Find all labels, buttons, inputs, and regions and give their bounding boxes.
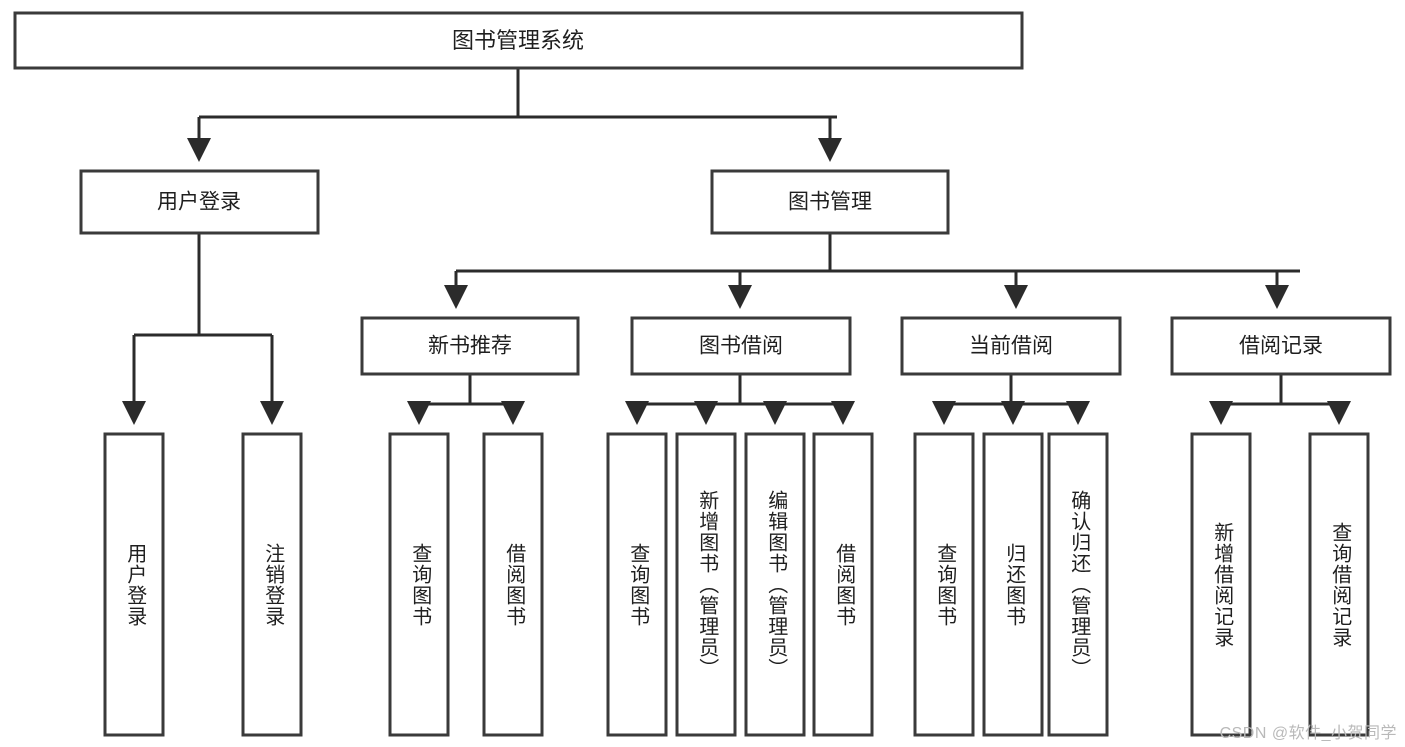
leaf-node-user-logout-label: 注销登录 [261,542,284,627]
node-user-login-label: 用户登录 [157,191,241,214]
node-new-book-rec-label: 新书推荐 [428,335,512,358]
connector-userlogin-to-leaves [122,233,284,425]
leaf-node-add-borrow-record-label: 新增借阅记录 [1210,521,1233,648]
leaf-node-user-logout[interactable]: 注销登录 [241,432,303,737]
leaf-node-add-borrow-record[interactable]: 新增借阅记录 [1190,432,1252,737]
leaf-node-rec-borrow-book-label: 借阅图书 [502,542,525,627]
leaf-node-borrow-query-book[interactable]: 查询图书 [606,432,668,737]
leaf-node-edit-book-admin-label: 编辑图书（管理员） [764,490,787,679]
node-borrow-record-label: 借阅记录 [1239,335,1323,358]
leaf-node-return-book-label: 归还图书 [1002,542,1025,627]
leaf-node-add-book-admin[interactable]: 新增图书（管理员） [675,432,737,737]
node-current-borrow[interactable]: 当前借阅 [900,316,1122,376]
connector-root-to-level2 [187,68,842,162]
leaf-node-cur-query-book[interactable]: 查询图书 [913,432,975,737]
connector-currentborrow-to-leaves [932,374,1090,425]
node-root-label: 图书管理系统 [452,28,584,53]
connector-borrowrecord-to-leaves [1209,374,1351,425]
leaf-node-query-borrow-record[interactable]: 查询借阅记录 [1308,432,1370,737]
leaf-node-rec-query-book-label: 查询图书 [408,542,431,627]
node-user-login[interactable]: 用户登录 [79,169,320,235]
connector-newbookrec-to-leaves [407,374,525,425]
connector-bookmanage-to-level3 [444,233,1300,309]
leaf-node-confirm-return-admin-label: 确认归还（管理员） [1067,490,1090,679]
node-current-borrow-label: 当前借阅 [969,335,1053,358]
leaf-node-add-book-admin-label: 新增图书（管理员） [695,490,718,679]
leaf-node-borrow-book[interactable]: 借阅图书 [812,432,874,737]
leaf-node-edit-book-admin[interactable]: 编辑图书（管理员） [744,432,806,737]
leaf-node-user-login[interactable]: 用户登录 [103,432,165,737]
leaf-node-borrow-query-book-label: 查询图书 [626,542,649,627]
node-book-borrow[interactable]: 图书借阅 [630,316,852,376]
node-book-manage[interactable]: 图书管理 [710,169,950,235]
leaf-node-query-borrow-record-label: 查询借阅记录 [1328,521,1351,648]
leaf-node-borrow-book-label: 借阅图书 [832,542,855,627]
leaf-node-rec-query-book[interactable]: 查询图书 [388,432,450,737]
leaf-node-rec-borrow-book[interactable]: 借阅图书 [482,432,544,737]
node-root[interactable]: 图书管理系统 [13,11,1024,70]
leaf-node-confirm-return-admin[interactable]: 确认归还（管理员） [1047,432,1109,737]
leaf-node-return-book[interactable]: 归还图书 [982,432,1044,737]
node-book-manage-label: 图书管理 [788,191,872,214]
node-new-book-rec[interactable]: 新书推荐 [360,316,580,376]
node-borrow-record[interactable]: 借阅记录 [1170,316,1392,376]
connector-bookborrow-to-leaves [625,374,855,425]
node-book-borrow-label: 图书借阅 [699,335,783,358]
leaf-node-cur-query-book-label: 查询图书 [933,542,956,627]
leaf-node-user-login-label: 用户登录 [123,542,146,627]
